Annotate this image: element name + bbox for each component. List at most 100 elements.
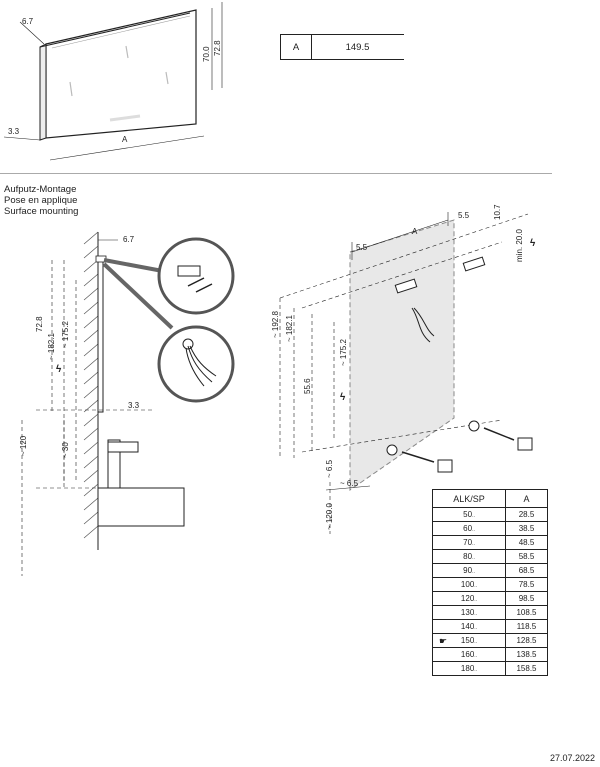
iso-spacing-left-label: 5.5 <box>356 243 368 252</box>
size-value: 50 <box>463 510 473 519</box>
a-value-cell: 128.5 <box>505 633 548 648</box>
a-value-cell: 108.5 <box>505 605 548 620</box>
a-value-cell: 28.5 <box>505 507 548 522</box>
depth-dimension-label: 6.7 <box>22 17 34 26</box>
iso-spacing-right-label: 5.5 <box>458 211 470 220</box>
size-cell: 50.. <box>432 507 506 522</box>
width-dimension-label: A <box>122 135 128 144</box>
a-value-cell: 98.5 <box>505 591 548 606</box>
a-value-box: A 149.5 <box>280 34 404 60</box>
side-height-label: 72.8 <box>35 316 44 332</box>
size-unit: .. <box>472 513 475 519</box>
table-row: 70..48.5 <box>432 535 548 550</box>
iso-bottom-offset-label: ~ 6.5 <box>325 459 334 478</box>
side-height-175-label: ~ 175.2 <box>61 321 70 348</box>
a-value-cell: 48.5 <box>505 535 548 550</box>
size-unit: .. <box>472 527 475 533</box>
a-value-cell: 118.5 <box>505 619 548 634</box>
size-column-header: ALK/SP <box>432 489 506 508</box>
a-value-cell: 78.5 <box>505 577 548 592</box>
table-row: 80..58.5 <box>432 549 548 564</box>
iso-floor-label: ~ 120.0 <box>325 503 334 530</box>
size-cell: 90.. <box>432 563 506 578</box>
side-basin-label: ~ 30 <box>61 442 70 458</box>
size-unit: .. <box>474 625 478 631</box>
a-key: A <box>281 35 312 59</box>
size-cell: 80.. <box>432 549 506 564</box>
a-column-header: A <box>505 489 548 508</box>
size-unit: .. <box>472 541 475 547</box>
iso-bottom-side-label: ~ 6.5 <box>340 479 359 488</box>
table-row: 50..28.5 <box>432 507 548 522</box>
iso-height-182-label: ~ 182.1 <box>285 315 294 342</box>
a-value-cell: 158.5 <box>505 661 548 676</box>
frame-dimension-label: 3.3 <box>8 127 20 136</box>
size-cell: 60.. <box>432 521 506 536</box>
mounting-label-de: Aufputz-Montage <box>4 184 77 195</box>
size-cell: 140.. <box>432 619 506 634</box>
size-unit: .. <box>474 639 478 645</box>
section-divider <box>0 173 552 174</box>
size-unit: .. <box>474 667 478 673</box>
a-value-cell: 68.5 <box>505 563 548 578</box>
size-cell: 70.. <box>432 535 506 550</box>
table-row: 100..78.5 <box>432 577 548 592</box>
electric-icon-top: ϟ <box>530 238 536 249</box>
side-floor-label: ~ 120 <box>19 435 28 456</box>
table-row: 130..108.5 <box>432 605 548 620</box>
mounting-label-en: Surface mounting <box>4 206 79 217</box>
a-value-cell: 58.5 <box>505 549 548 564</box>
footer-date: 27.07.2022 <box>549 753 595 763</box>
size-cell: 120.. <box>432 591 506 606</box>
size-unit: .. <box>472 569 475 575</box>
iso-height-556-label: 55.6 <box>303 378 312 394</box>
a-value-cell: 38.5 <box>505 521 548 536</box>
a-value: 149.5 <box>345 41 370 53</box>
size-unit: .. <box>474 611 478 617</box>
size-cell: 180.. <box>432 661 506 676</box>
side-depth-label: 6.7 <box>123 235 135 244</box>
iso-width-label: A <box>412 227 418 236</box>
mirror-overview-drawing: 6.7 70.0 72.8 A 3.3 <box>3 2 223 161</box>
height-outer-label: 72.8 <box>213 40 222 56</box>
iso-min-label: min. 20.0 <box>515 229 524 262</box>
size-value: 60 <box>463 524 473 533</box>
iso-height-192-label: ~ 192.8 <box>271 311 280 338</box>
size-cell: 130.. <box>432 605 506 620</box>
side-view-drawing: 6.7 72.8 ~ 182.1 ~ 175.2 ϟ 3.3 ~ 120 ~ 3… <box>19 231 235 576</box>
size-table-header: ALK/SP A <box>432 489 548 508</box>
mounting-label-fr: Pose en applique <box>4 195 78 206</box>
size-value: 100 <box>460 580 475 589</box>
size-value: 90 <box>463 566 473 575</box>
table-row: 160..138.5 <box>432 647 548 662</box>
table-row: 140..118.5 <box>432 619 548 634</box>
table-row: 180..158.5 <box>432 661 548 676</box>
electric-icon-iso: ϟ <box>340 392 346 403</box>
table-row: 90..68.5 <box>432 563 548 578</box>
side-frame-label: 3.3 <box>128 401 140 410</box>
electric-icon-side: ϟ <box>56 364 62 375</box>
size-value: 130 <box>460 608 475 617</box>
iso-height-175-label: ~ 175.2 <box>339 339 348 366</box>
size-value: 150 <box>460 636 475 645</box>
height-inner-label: 70.0 <box>202 46 211 62</box>
table-row: 120..98.5 <box>432 591 548 606</box>
size-cell: 160.. <box>432 647 506 662</box>
table-row: 60..38.5 <box>432 521 548 536</box>
side-height-182-label: ~ 182.1 <box>47 333 56 360</box>
table-row: ☛ 150.. 128.5 <box>432 633 548 648</box>
size-cell: 100.. <box>432 577 506 592</box>
size-unit: .. <box>474 653 478 659</box>
size-cell: ☛ 150.. <box>432 633 506 648</box>
size-value: 80 <box>463 552 473 561</box>
size-unit: .. <box>472 555 475 561</box>
size-unit: .. <box>474 583 478 589</box>
pointing-hand-icon: ☛ <box>439 636 448 646</box>
size-value: 70 <box>463 538 473 547</box>
isometric-installation-drawing: A 5.5 5.5 10.7 min. 20.0 ϟ ~ 192.8 ~ 182… <box>271 204 536 534</box>
a-value-cell: 138.5 <box>505 647 548 662</box>
size-value: 140 <box>460 622 475 631</box>
size-unit: .. <box>474 597 478 603</box>
